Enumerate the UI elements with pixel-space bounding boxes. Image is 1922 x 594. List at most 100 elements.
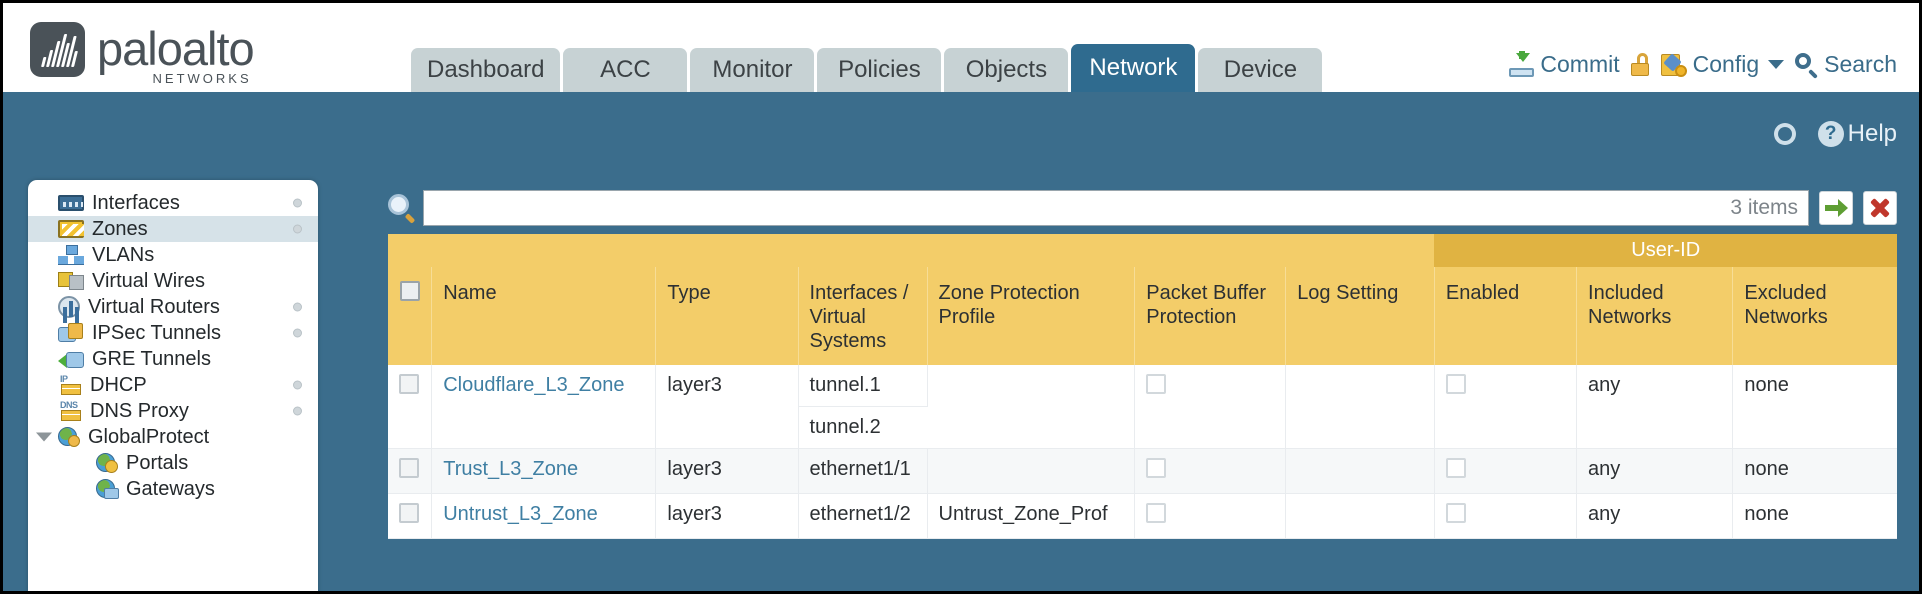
cell-userid-enabled[interactable] <box>1434 365 1578 449</box>
search-button[interactable]: Search <box>1795 51 1897 79</box>
column-header-zone-protection-profile[interactable]: Zone Protection Profile <box>927 267 1136 365</box>
sidebar-item-globalprotect[interactable]: GlobalProtect <box>28 424 318 450</box>
sidebar-status-dot <box>293 406 302 416</box>
cell-included-networks: any <box>1576 448 1734 494</box>
clear-filter-button[interactable] <box>1863 191 1897 225</box>
chevron-down-icon[interactable] <box>36 432 52 442</box>
apply-filter-button[interactable] <box>1819 191 1853 225</box>
row-checkbox[interactable] <box>399 503 419 523</box>
sidebar-item-ipsec-tunnels[interactable]: IPSec Tunnels <box>28 320 318 346</box>
sidebar-item-interfaces[interactable]: Interfaces <box>28 190 318 216</box>
select-all-checkbox[interactable] <box>400 281 420 301</box>
cell-interface: tunnel.1 <box>798 365 928 407</box>
column-header-name[interactable]: Name <box>431 267 657 365</box>
table-row[interactable]: Untrust_L3_Zone layer3 ethernet1/2 Untru… <box>388 493 1897 539</box>
cell-log-setting <box>1285 493 1435 539</box>
cell-name[interactable]: Untrust_L3_Zone <box>431 493 657 539</box>
globalprotect-icon <box>58 427 80 447</box>
main-nav-tabs: Dashboard ACC Monitor Policies Objects N… <box>411 44 1323 92</box>
filter-toolbar: 3 items <box>388 189 1897 227</box>
sidebar-item-label: DHCP <box>90 373 147 396</box>
row-checkbox[interactable] <box>399 374 419 394</box>
column-header-included-networks[interactable]: Included Networks <box>1576 267 1734 365</box>
sidebar-item-label: Virtual Routers <box>88 295 220 318</box>
cell-name[interactable]: Cloudflare_L3_Zone <box>431 365 657 449</box>
packet-buffer-protection-checkbox[interactable] <box>1146 374 1167 394</box>
zones-table: User-ID Name Type Interfaces / Virtual S… <box>388 234 1897 539</box>
sidebar-item-portals[interactable]: Portals <box>28 450 318 476</box>
cell-type: layer3 <box>655 493 799 539</box>
search-label: Search <box>1824 51 1897 77</box>
packet-buffer-protection-checkbox[interactable] <box>1146 458 1167 478</box>
brand-name: paloalto <box>97 22 255 75</box>
cell-packet-buffer-protection[interactable] <box>1134 365 1287 449</box>
row-checkbox[interactable] <box>399 458 419 478</box>
padlock-icon[interactable] <box>1630 53 1650 76</box>
userid-enabled-checkbox[interactable] <box>1445 458 1466 478</box>
help-label: Help <box>1847 120 1897 147</box>
header-actions: Commit Config Search <box>1509 50 1897 79</box>
sidebar-item-dhcp[interactable]: IP DHCP <box>28 372 318 398</box>
sidebar-item-gateways[interactable]: Gateways <box>28 476 318 502</box>
column-header-type[interactable]: Type <box>655 267 799 365</box>
cell-userid-enabled[interactable] <box>1434 448 1578 494</box>
cell-userid-enabled[interactable] <box>1434 493 1578 539</box>
config-icon <box>1660 52 1687 77</box>
tab-policies[interactable]: Policies <box>817 48 942 92</box>
row-select-cell[interactable] <box>388 493 433 539</box>
row-select-cell[interactable] <box>388 448 433 494</box>
tab-monitor[interactable]: Monitor <box>690 48 815 92</box>
sidebar-item-label: GlobalProtect <box>88 425 210 448</box>
column-header-interfaces[interactable]: Interfaces / Virtual Systems <box>798 267 928 365</box>
paloalto-logo-icon <box>30 21 85 77</box>
tab-acc[interactable]: ACC <box>563 48 688 92</box>
zones-icon <box>58 220 84 238</box>
commit-button[interactable]: Commit <box>1509 50 1620 78</box>
row-select-cell[interactable] <box>388 365 433 449</box>
column-header-packet-buffer-protection[interactable]: Packet Buffer Protection <box>1134 267 1287 365</box>
arrow-right-icon <box>1824 205 1838 211</box>
app-header: paloalto NETWORKS Dashboard ACC Monitor … <box>3 3 1919 92</box>
column-header-excluded-networks[interactable]: Excluded Networks <box>1732 267 1897 365</box>
sidebar-item-virtual-wires[interactable]: Virtual Wires <box>28 268 318 294</box>
column-header-log-setting[interactable]: Log Setting <box>1285 267 1435 365</box>
tab-device[interactable]: Device <box>1198 48 1323 92</box>
sidebar-item-gre-tunnels[interactable]: GRE Tunnels <box>28 346 318 372</box>
gateways-icon <box>96 479 119 499</box>
packet-buffer-protection-checkbox[interactable] <box>1146 503 1167 523</box>
table-row[interactable]: Trust_L3_Zone layer3 ethernet1/1 any <box>388 448 1897 494</box>
sidebar-status-dot <box>293 224 302 234</box>
sidebar-item-label: Gateways <box>126 477 215 500</box>
sidebar-item-dns-proxy[interactable]: DNS DNS Proxy <box>28 398 318 424</box>
help-button[interactable]: ? Help <box>1817 120 1897 148</box>
zone-link[interactable]: Untrust_L3_Zone <box>443 503 598 525</box>
sidebar-item-label: IPSec Tunnels <box>92 321 221 344</box>
select-all-header[interactable] <box>388 267 433 365</box>
tab-objects[interactable]: Objects <box>944 48 1069 92</box>
sidebar-item-virtual-routers[interactable]: Virtual Routers <box>28 294 318 320</box>
search-icon[interactable] <box>388 194 416 224</box>
table-row[interactable]: Cloudflare_L3_Zone layer3 tunnel.1 any <box>388 365 1897 449</box>
cell-zone-protection-profile <box>927 365 1136 449</box>
search-icon <box>1795 53 1819 79</box>
userid-enabled-checkbox[interactable] <box>1445 374 1466 394</box>
cell-interface: tunnel.2 <box>798 406 928 449</box>
cell-packet-buffer-protection[interactable] <box>1134 493 1287 539</box>
sidebar-item-zones[interactable]: Zones <box>28 216 318 242</box>
column-header-enabled[interactable]: Enabled <box>1434 267 1578 365</box>
cell-name[interactable]: Trust_L3_Zone <box>431 448 657 494</box>
sidebar-status-dot <box>293 328 302 338</box>
zone-link[interactable]: Trust_L3_Zone <box>443 458 579 480</box>
userid-enabled-checkbox[interactable] <box>1445 503 1466 523</box>
tab-dashboard[interactable]: Dashboard <box>411 48 561 92</box>
cell-zone-protection-profile <box>927 448 1136 494</box>
cell-packet-buffer-protection[interactable] <box>1134 448 1287 494</box>
config-menu[interactable]: Config <box>1660 51 1785 78</box>
refresh-icon[interactable] <box>1773 122 1800 146</box>
search-input[interactable]: 3 items <box>423 190 1809 226</box>
sidebar-item-vlans[interactable]: VLANs <box>28 242 318 268</box>
zone-link[interactable]: Cloudflare_L3_Zone <box>443 374 625 396</box>
tab-network[interactable]: Network <box>1071 44 1196 92</box>
table-row-continuation[interactable]: tunnel.2 <box>388 406 1897 449</box>
